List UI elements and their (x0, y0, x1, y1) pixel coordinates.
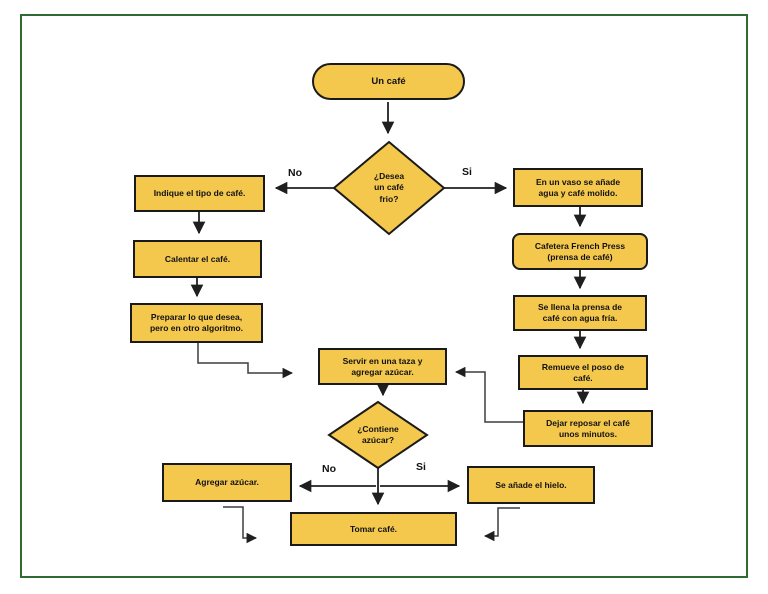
edge-dejar-to-servir (454, 366, 523, 423)
decision-cafe-frio-text: ¿Desea un café frio? (373, 171, 405, 204)
edge-hielo-to-tomar (483, 507, 520, 542)
node-servir: Servir en una taza y agregar azúcar. (318, 348, 447, 385)
node-dejar-reposar: Dejar reposar el café unos minutos. (523, 410, 653, 447)
node-hielo: Se añade el hielo. (467, 466, 595, 504)
edge-label-frio-no: No (288, 167, 302, 179)
node-cafetera: Cafetera French Press (prensa de café) (512, 233, 648, 270)
decision-azucar-label: ¿Contiene azúcar? (338, 419, 418, 451)
node-servir-label: Servir en una taza y agregar azúcar. (342, 355, 423, 377)
node-indique-label: Indique el tipo de café. (153, 188, 246, 199)
decision-azucar-shape (327, 400, 429, 470)
node-cafetera-label: Cafetera French Press (prensa de café) (534, 240, 626, 262)
node-agregar-azucar: Agregar azúcar. (162, 463, 292, 502)
node-remueve: Remueve el poso de café. (518, 355, 648, 390)
page-border (20, 14, 748, 578)
node-vaso: En un vaso se añade agua y café molido. (513, 168, 643, 207)
edge-label-frio-si: Si (462, 166, 472, 178)
node-hielo-label: Se añade el hielo. (495, 479, 567, 490)
node-remueve-label: Remueve el poso de café. (541, 361, 625, 383)
node-start: Un café (312, 63, 465, 100)
node-llena-label: Se llena la prensa de café con agua fría… (537, 302, 623, 323)
node-vaso-label: En un vaso se añade agua y café molido. (535, 176, 621, 198)
decision-cafe-frio-shape (332, 140, 446, 236)
node-start-label: Un café (371, 75, 406, 87)
node-preparar-label: Preparar lo que desea, pero en otro algo… (149, 312, 244, 333)
node-indique-tipo: Indique el tipo de café. (134, 175, 265, 212)
edge-label-azucar-no: No (322, 463, 336, 475)
node-tomar-label: Tomar café. (349, 523, 398, 534)
node-agregar-label: Agregar azúcar. (195, 477, 259, 488)
node-preparar: Preparar lo que desea, pero en otro algo… (130, 303, 263, 343)
node-dejar-label: Dejar reposar el café unos minutos. (546, 417, 630, 439)
node-llena-prensa: Se llena la prensa de café con agua fría… (513, 295, 647, 331)
edge-label-azucar-si: Si (416, 461, 426, 473)
decision-cafe-frio-label: ¿Desea un café frio? (349, 167, 429, 209)
node-calentar: Calentar el café. (133, 240, 262, 278)
decision-azucar-text: ¿Contiene azúcar? (357, 423, 399, 445)
edge-preparar-to-servir (197, 343, 294, 379)
node-calentar-label: Calentar el café. (164, 253, 231, 264)
node-tomar-cafe: Tomar café. (290, 512, 457, 546)
edge-agregar-to-tomar (223, 506, 258, 544)
